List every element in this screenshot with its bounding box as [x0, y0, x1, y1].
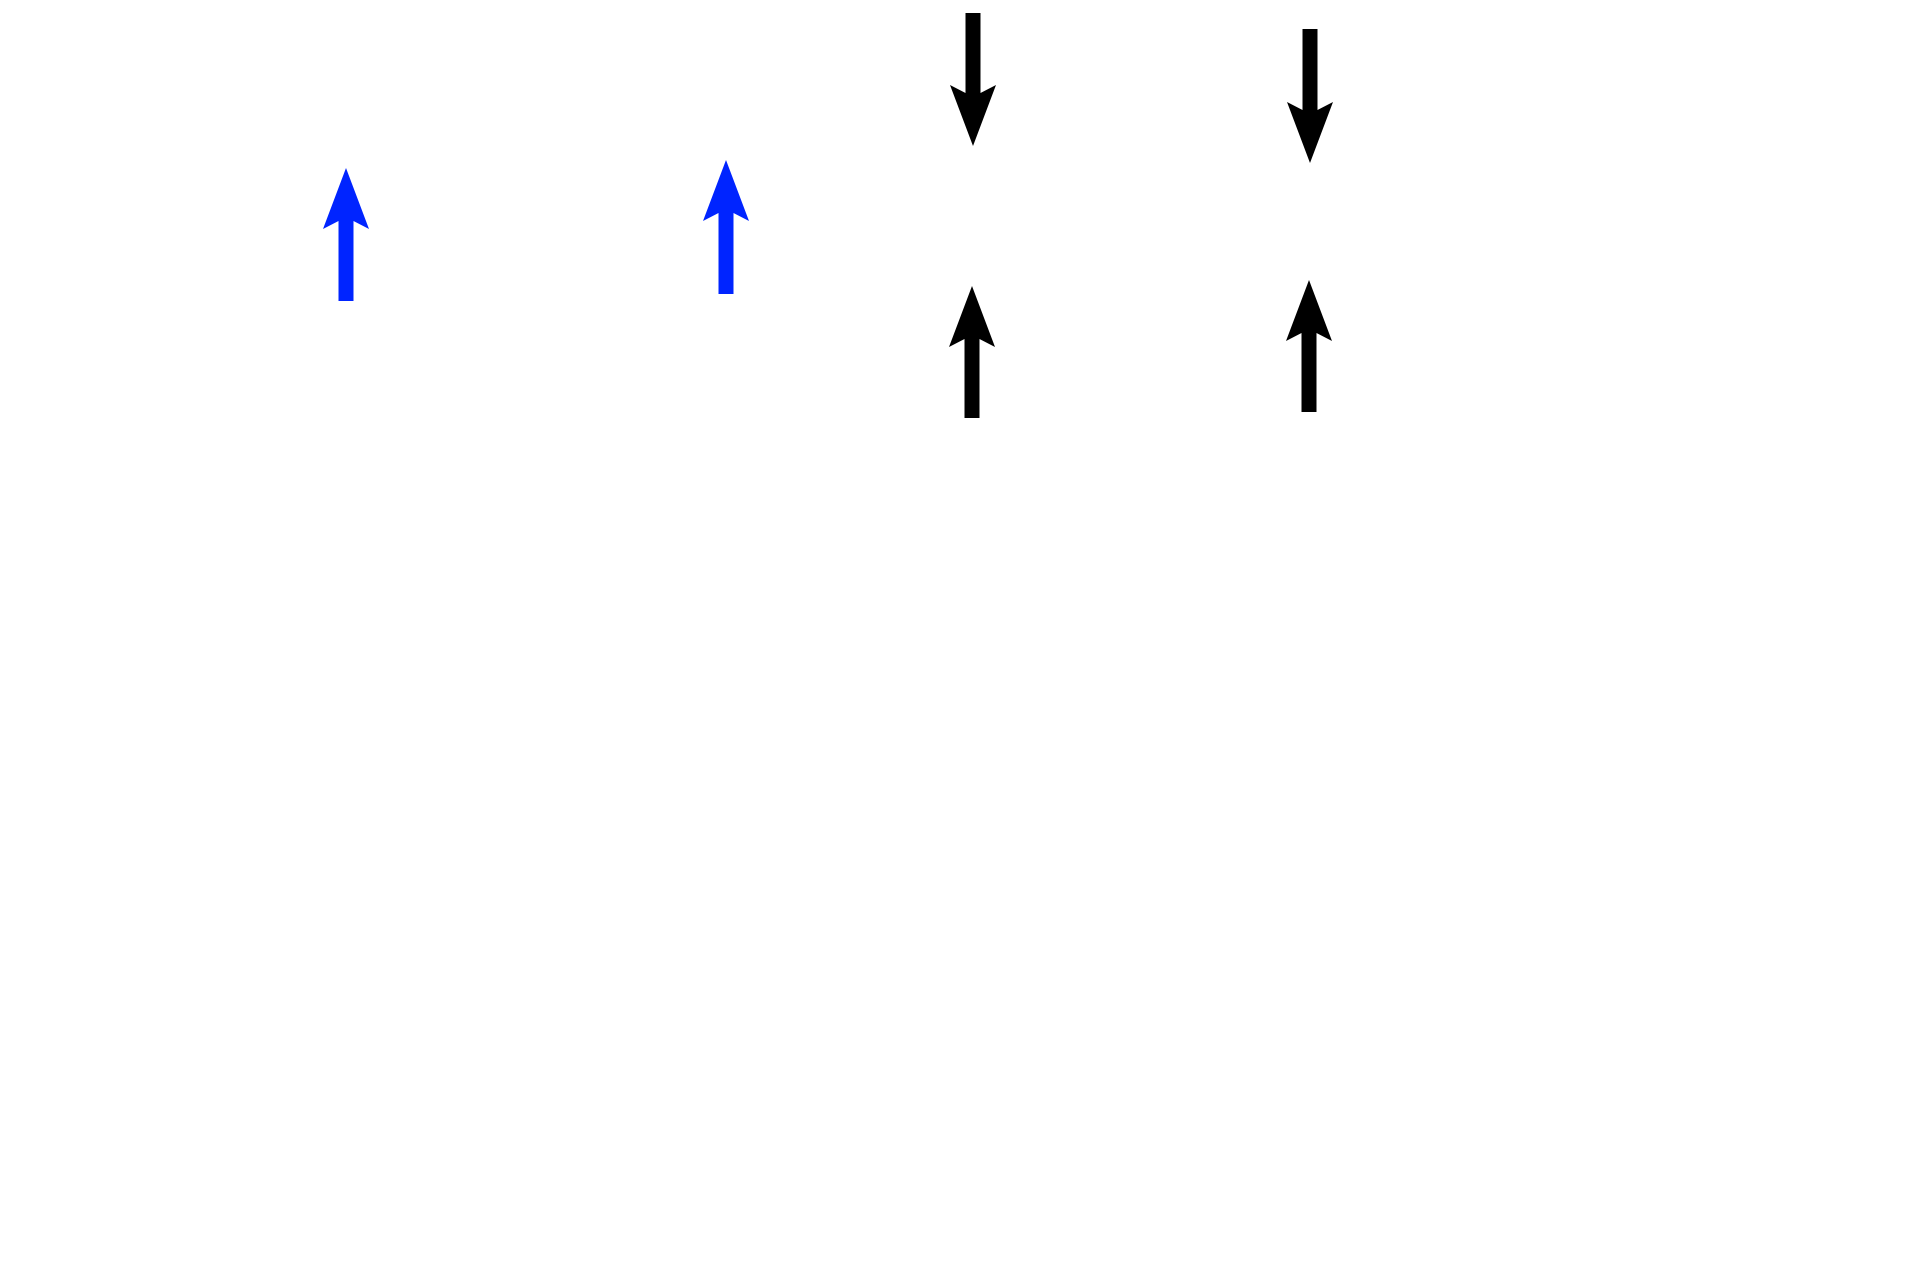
arrow-up-icon	[949, 286, 995, 418]
arrow-up-icon	[323, 168, 369, 301]
arrow-down-icon	[950, 13, 996, 146]
arrow-up-icon	[703, 160, 749, 294]
arrow-down-icon	[1287, 29, 1333, 163]
arrow-up-icon	[1286, 280, 1332, 412]
